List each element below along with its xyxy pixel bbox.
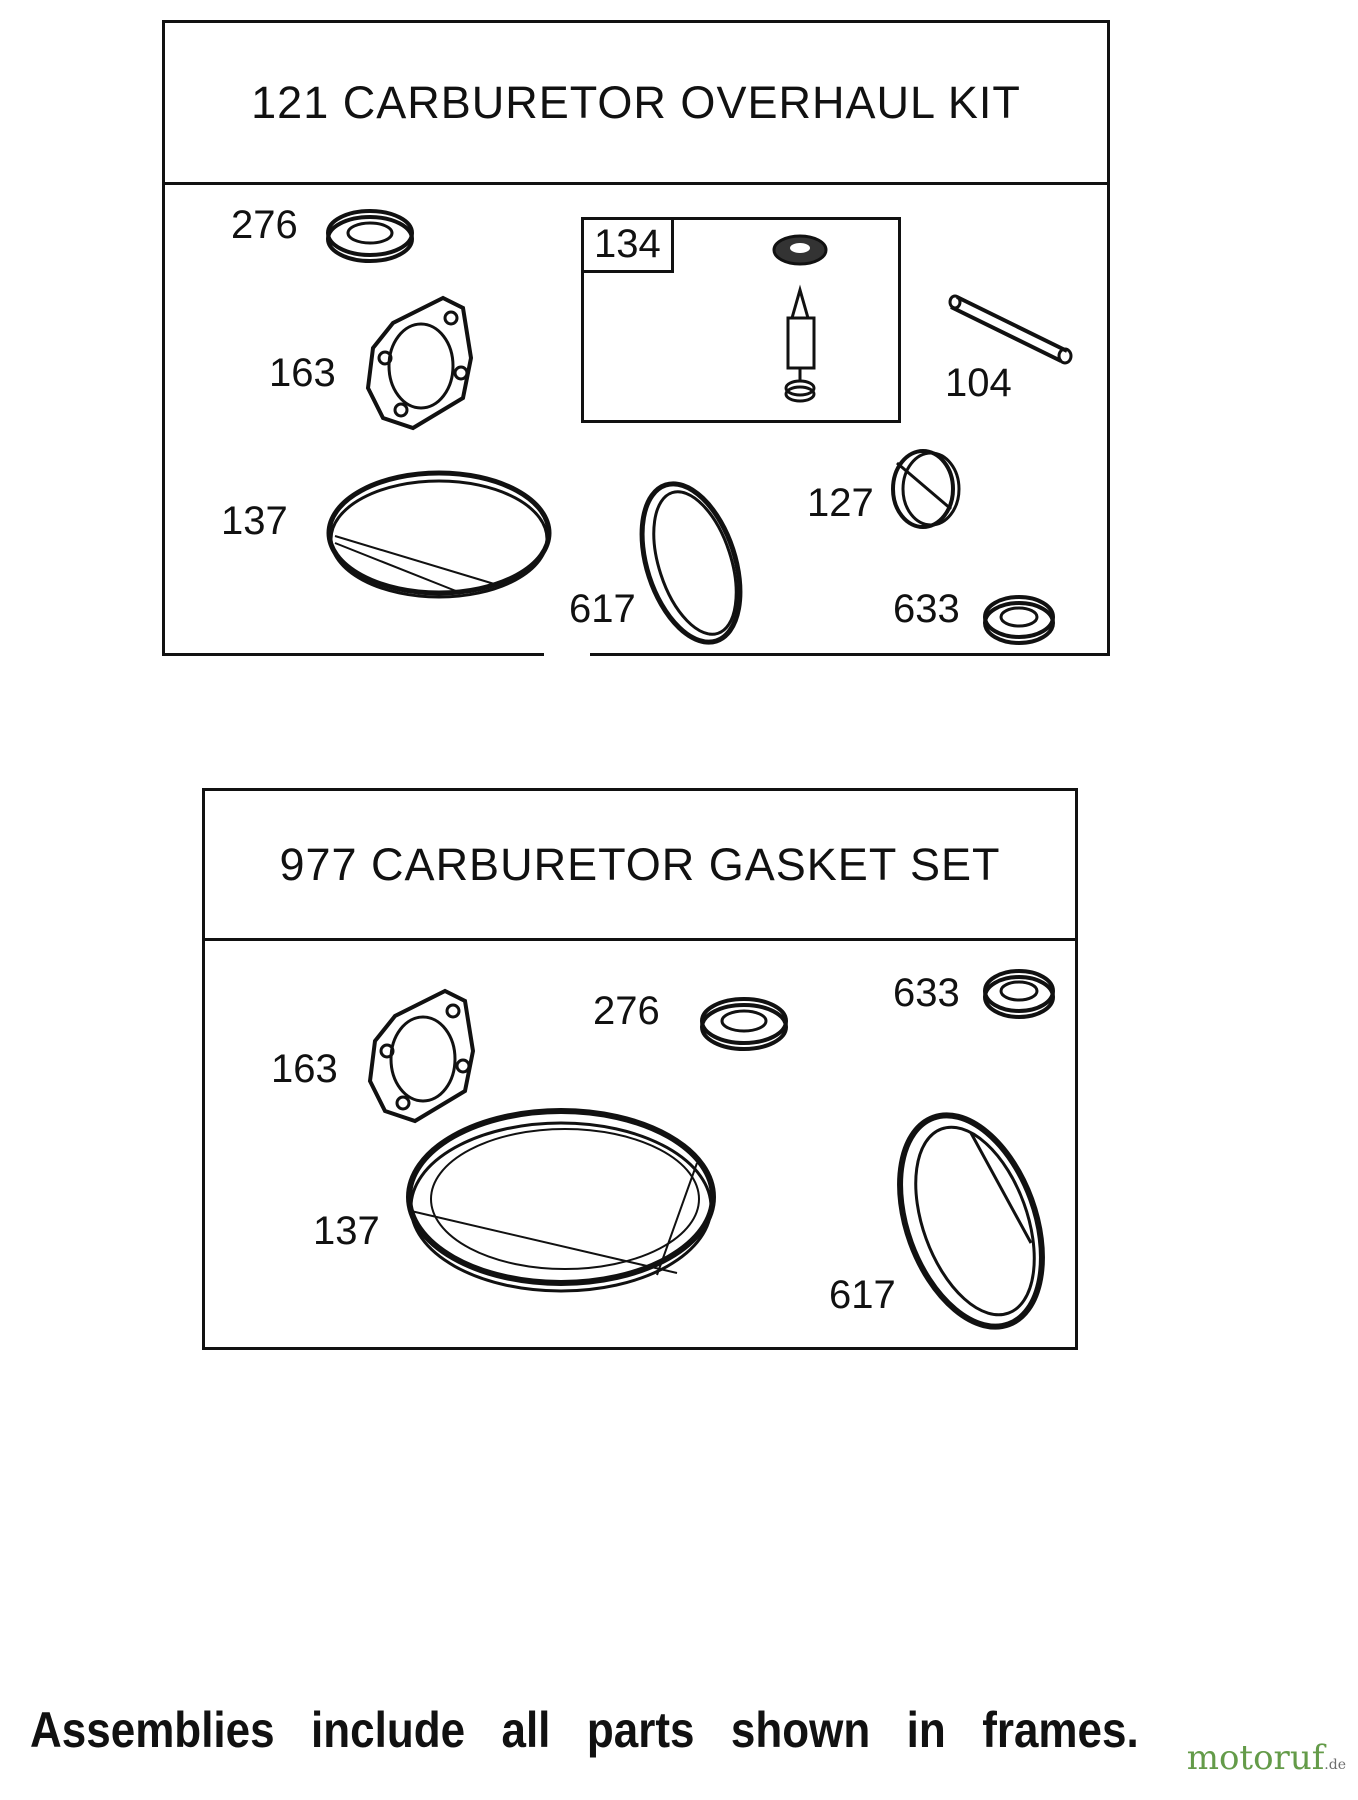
part-label-633: 633 bbox=[893, 971, 960, 1015]
overhaul-kit-header: 121 CARBURETOR OVERHAUL KIT bbox=[165, 23, 1107, 185]
part-label-127: 127 bbox=[807, 481, 874, 525]
bowl-gasket-137-illustration bbox=[326, 470, 552, 599]
part-label-617: 617 bbox=[829, 1273, 896, 1317]
needle-seat-subassembly-box: 134 bbox=[581, 217, 901, 423]
gasket-set-frame: 977 CARBURETOR GASKET SET 163 276 633 13… bbox=[202, 788, 1078, 1350]
washer-276-illustration bbox=[700, 997, 788, 1051]
watermark-text: motoruf bbox=[1186, 1738, 1325, 1778]
watermark-tld: .de bbox=[1324, 1757, 1346, 1773]
pin-104-illustration bbox=[948, 294, 1073, 365]
overhaul-kit-frame: 121 CARBURETOR OVERHAUL KIT 276 163 134 bbox=[162, 20, 1110, 656]
welch-plug-127-illustration bbox=[891, 449, 961, 529]
part-label-276: 276 bbox=[231, 203, 298, 247]
footer-word: frames. bbox=[982, 1702, 1139, 1758]
footer-word: shown bbox=[730, 1702, 871, 1758]
footer-word: in bbox=[906, 1702, 946, 1758]
part-label-104: 104 bbox=[945, 361, 1012, 405]
part-label-137: 137 bbox=[313, 1209, 380, 1253]
overhaul-kit-title: 121 CARBURETOR OVERHAUL KIT bbox=[251, 76, 1021, 128]
footer-word: Assemblies bbox=[30, 1702, 275, 1758]
needle-valve-134-illustration bbox=[772, 234, 828, 403]
gasket-163-illustration bbox=[365, 295, 474, 431]
washer-276-illustration bbox=[326, 209, 414, 263]
footer-word: include bbox=[311, 1702, 466, 1758]
bowl-gasket-137-illustration bbox=[406, 1108, 716, 1293]
border-gap bbox=[544, 650, 590, 662]
part-label-633: 633 bbox=[893, 587, 960, 631]
part-label-617: 617 bbox=[569, 587, 636, 631]
o-ring-617-illustration bbox=[639, 481, 743, 645]
gasket-163-illustration bbox=[367, 988, 476, 1124]
part-label-137: 137 bbox=[221, 499, 288, 543]
gasket-set-header: 977 CARBURETOR GASKET SET bbox=[205, 791, 1075, 941]
part-label-163: 163 bbox=[269, 351, 336, 395]
part-label-163: 163 bbox=[271, 1047, 338, 1091]
washer-633-illustration bbox=[983, 969, 1055, 1019]
o-ring-617-illustration bbox=[897, 1112, 1045, 1330]
part-label-134: 134 bbox=[584, 220, 674, 273]
footer-word: all bbox=[501, 1702, 551, 1758]
washer-633-illustration bbox=[983, 595, 1055, 645]
watermark-logo: motoruf.de bbox=[1187, 1738, 1346, 1778]
gasket-set-title: 977 CARBURETOR GASKET SET bbox=[279, 838, 1001, 890]
part-label-276: 276 bbox=[593, 989, 660, 1033]
assemblies-note: Assemblies include all parts shown in fr… bbox=[30, 1690, 1139, 1770]
footer-word: parts bbox=[586, 1702, 695, 1758]
